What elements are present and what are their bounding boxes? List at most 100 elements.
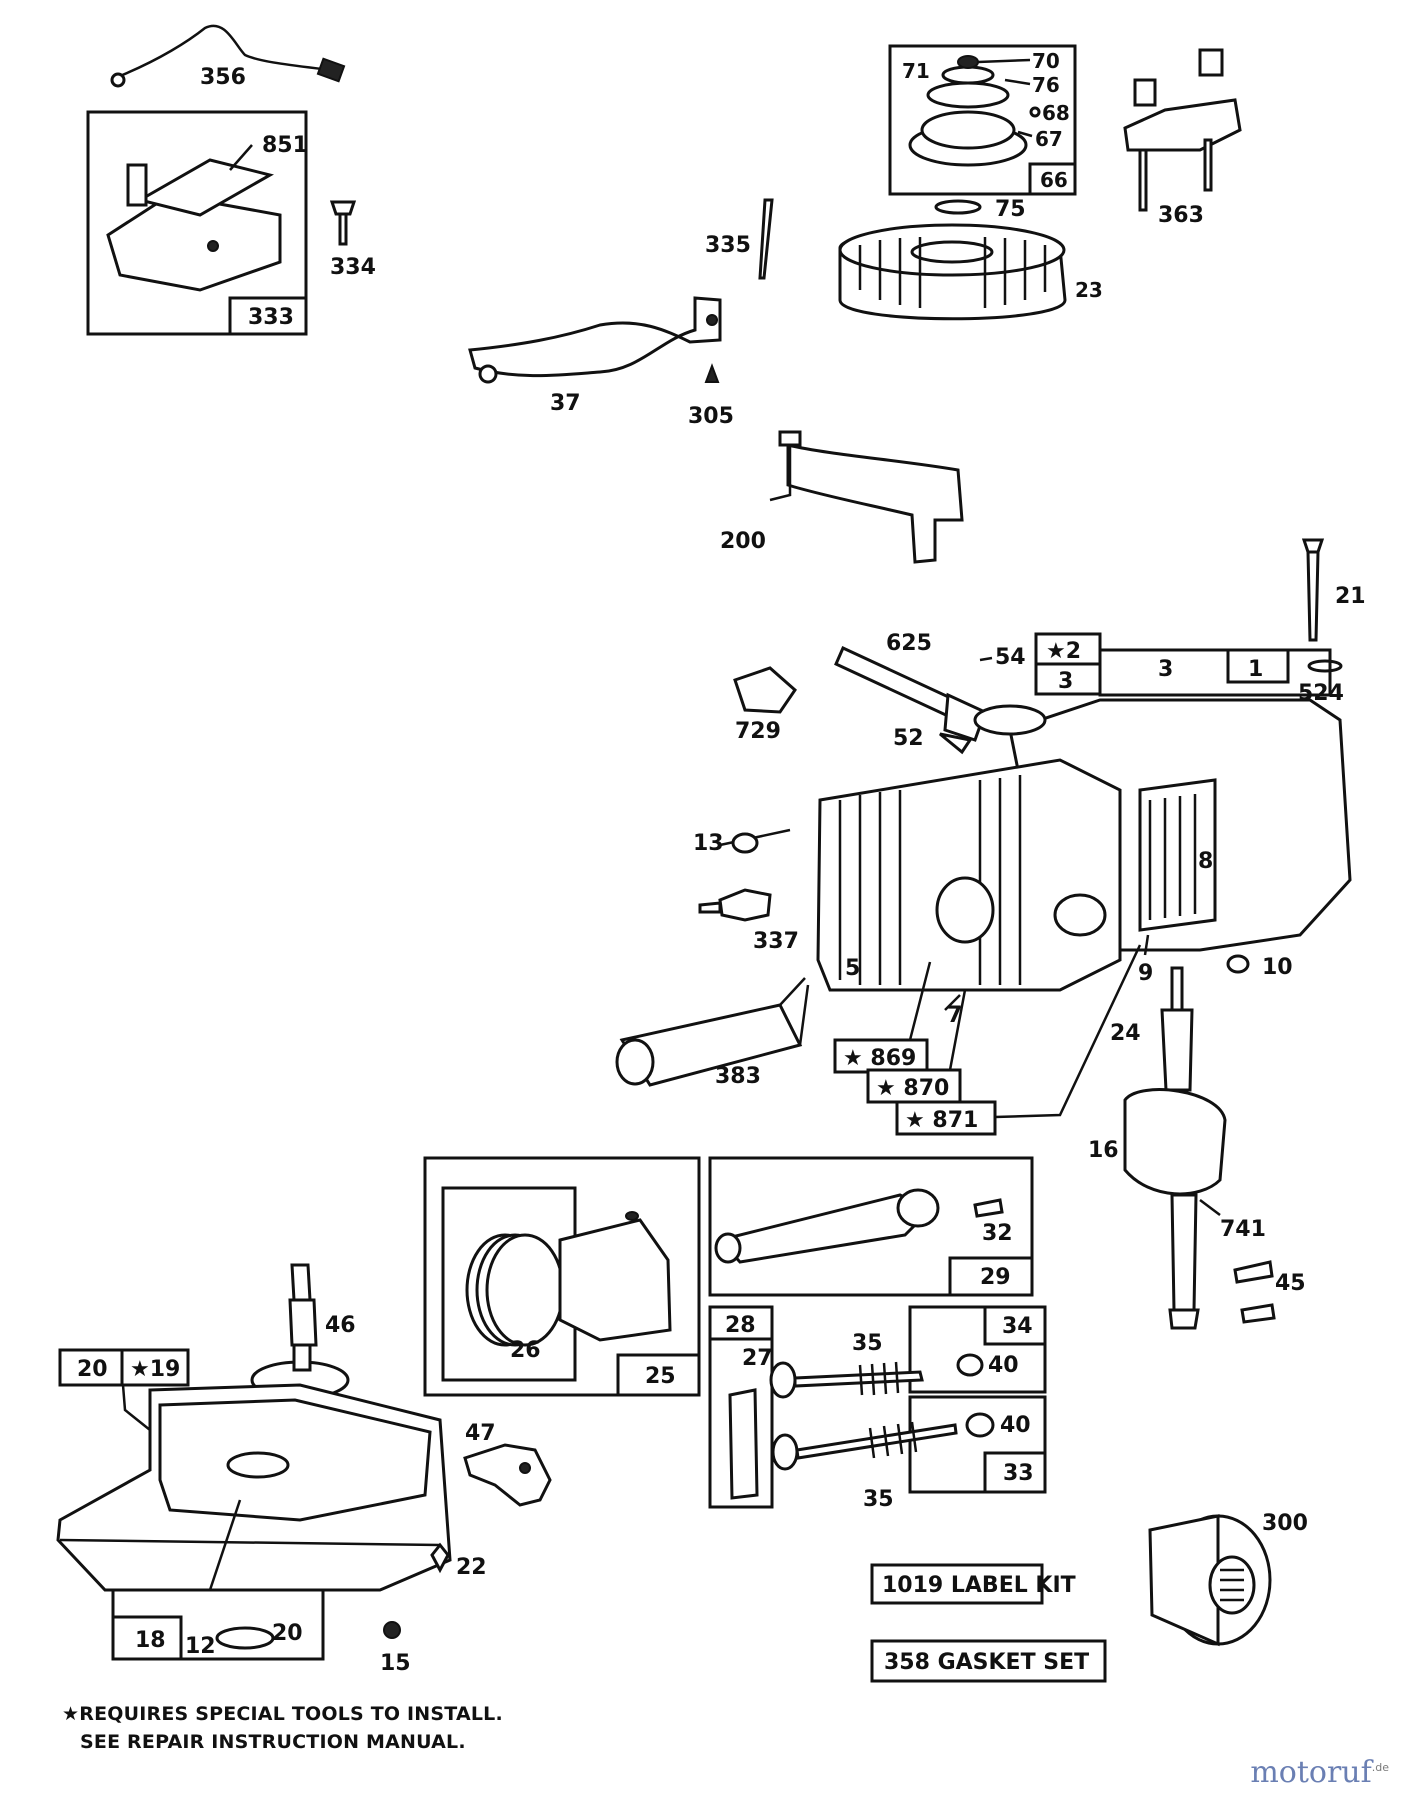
label-869: ★ 869 [843,1046,916,1071]
part-356-wire [110,24,346,88]
label-68: 68 [1042,101,1070,125]
part-37-shield [468,296,722,384]
label-8: 8 [1198,849,1213,874]
label-kit-text: 1019 LABEL KIT [882,1573,1076,1598]
tag-34 [983,1305,1047,1346]
label-20b: 20 [272,1621,303,1646]
part-45-bolts [1233,1260,1276,1324]
tag-29 [948,1256,1034,1297]
tag-19 [120,1348,190,1387]
label-34: 34 [1002,1314,1033,1339]
part-29-connecting-rod [714,1188,940,1264]
label-3b: 3 [1058,669,1073,694]
label-200: 200 [720,529,766,554]
label-5: 5 [845,956,860,981]
label-29: 29 [980,1265,1011,1290]
label-23: 23 [1075,278,1103,302]
tag-18 [111,1615,183,1661]
box-18 [111,1588,325,1661]
label-24: 24 [1110,1021,1141,1046]
box-1 [1098,648,1332,697]
watermark-suffix: .de [1371,1761,1389,1774]
label-333: 333 [248,305,294,330]
label-729: 729 [735,719,781,744]
tag-33 [983,1451,1047,1494]
watermark-text: motoruf [1250,1755,1372,1790]
part-40-retainer-bottom [965,1412,995,1438]
part-305-screw [704,363,720,383]
part-851-module [106,144,282,292]
label-27: 27 [742,1346,773,1371]
part-200-bracket [769,430,964,564]
part-337-spark-plug [698,888,772,922]
label-300: 300 [1262,1511,1308,1536]
label-19: ★19 [130,1357,180,1382]
label-363: 363 [1158,203,1204,228]
tag-871 [895,1100,997,1136]
part-335-pin [758,198,774,280]
label-13: 13 [693,831,724,856]
label-871: ★ 871 [905,1108,978,1133]
label-16: 16 [1088,1138,1119,1163]
label-1: 1 [1248,657,1263,682]
part-625-tube [834,645,987,742]
part-40-retainer-top [956,1353,984,1377]
label-71: 71 [902,59,930,83]
part-21-dipstick [1301,538,1325,642]
label-356: 356 [200,65,246,90]
part-22-screw [430,1542,450,1574]
label-47: 47 [465,1421,496,1446]
label-33: 33 [1003,1461,1034,1486]
box-25 [423,1156,701,1397]
label-15: 15 [380,1651,411,1676]
label-383: 383 [715,1064,761,1089]
label-26: 26 [510,1338,541,1363]
label-870: ★ 870 [876,1076,949,1101]
box-33 [908,1395,1047,1494]
gasket-set-box [870,1639,1107,1683]
box-34 [908,1305,1047,1394]
label-851: 851 [262,133,308,158]
tag-25 [616,1353,701,1397]
label-40a: 40 [988,1353,1019,1378]
label-18: 18 [135,1628,166,1653]
footnote: ★REQUIRES SPECIAL TOOLS TO INSTALL. SEE … [62,1700,582,1756]
part-47-governor [463,1443,552,1507]
label-334: 334 [330,255,376,280]
label-3a: 3 [1158,657,1173,682]
label-75: 75 [995,197,1026,222]
part-26-rings [465,1233,565,1347]
label-20a: 20 [77,1357,108,1382]
label-45: 45 [1275,1271,1306,1296]
part-524-ring [1307,659,1343,673]
label-76: 76 [1032,73,1060,97]
label-12: 12 [185,1634,216,1659]
tag-333 [228,296,308,336]
label-70: 70 [1032,49,1060,73]
watermark: motoruf.de [1250,1755,1389,1790]
label-28: 28 [725,1313,756,1338]
label-337: 337 [753,929,799,954]
label-46: 46 [325,1313,356,1338]
label-25: 25 [645,1364,676,1389]
part-18-sump [56,1383,452,1592]
part-363-bracket [1123,48,1242,212]
label-22: 22 [456,1555,487,1580]
gasket-set-text: 358 GASKET SET [884,1650,1089,1675]
label-35a: 35 [852,1331,883,1356]
part-383-tool [615,977,810,1087]
part-300-air-filter [1148,1514,1272,1647]
tag-66 [1028,162,1077,196]
label-kit-box [870,1563,1044,1605]
tag-869 [833,1038,929,1074]
part-67-clutch [908,55,1028,167]
label-9: 9 [1138,961,1153,986]
part-23-flywheel [838,223,1067,321]
label-35b: 35 [863,1487,894,1512]
part-35-valve-bottom [771,1421,958,1471]
footnote-line-2: SEE REPAIR INSTRUCTION MANUAL. [80,1731,466,1753]
part-27-guide [728,1388,759,1500]
part-334-screw [329,200,357,246]
label-37: 37 [550,391,581,416]
